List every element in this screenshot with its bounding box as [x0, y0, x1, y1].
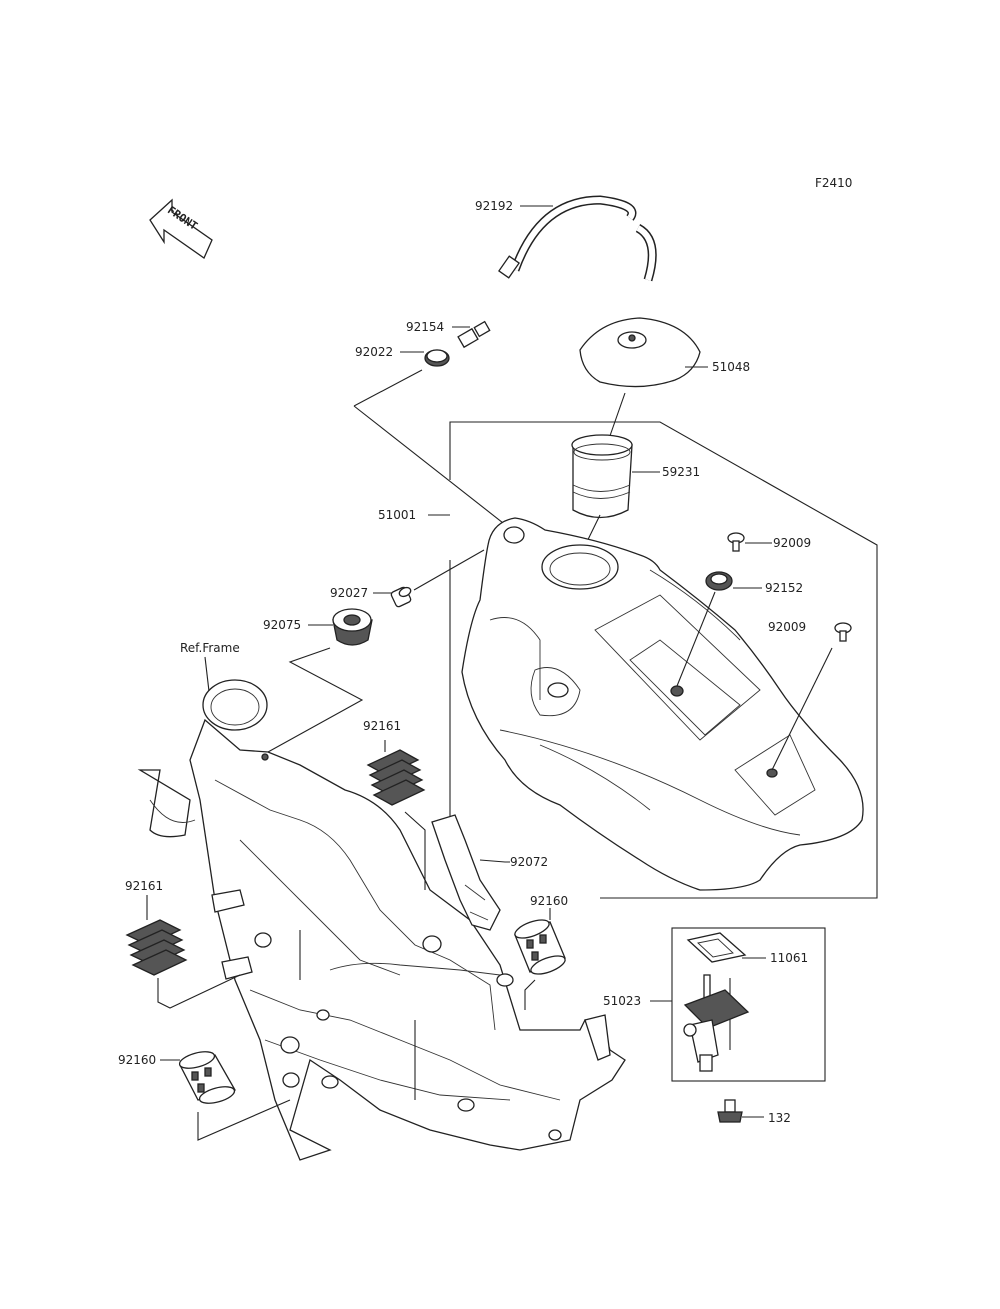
fuel-cock — [683, 974, 750, 1072]
fuel-cap — [579, 317, 701, 388]
part-label-92009-lower: 92009 — [768, 620, 806, 634]
part-label-132: 132 — [768, 1111, 791, 1125]
diagram-code: F2410 — [815, 176, 852, 190]
filler-neck — [571, 434, 633, 519]
damper-92160-right — [514, 919, 566, 975]
part-label-51048: 51048 — [712, 360, 750, 374]
part-label-59231: 59231 — [662, 465, 700, 479]
part-label-51023: 51023 — [603, 994, 641, 1008]
part-label-92192: 92192 — [475, 199, 513, 213]
damper-92161-right — [366, 749, 426, 806]
part-label-92072: 92072 — [510, 855, 548, 869]
part-label-92160-right: 92160 — [530, 894, 568, 908]
bolt-92009-upper — [727, 532, 745, 552]
ref-frame-label: Ref.Frame — [180, 641, 240, 655]
part-label-92160-left: 92160 — [118, 1053, 156, 1067]
part-label-92009-upper: 92009 — [773, 536, 811, 550]
fuel-tank — [461, 517, 864, 891]
washer-92022 — [424, 349, 450, 367]
part-label-92161-left: 92161 — [125, 879, 163, 893]
fuel-cock-box — [671, 927, 826, 1082]
part-label-11061: 11061 — [770, 951, 808, 965]
front-arrow-icon: FRONT — [149, 198, 213, 259]
grommet-92075 — [332, 608, 373, 646]
part-label-92152: 92152 — [765, 581, 803, 595]
damper-92160-left — [178, 1051, 236, 1104]
bolt-132 — [717, 1099, 743, 1123]
collar-92027 — [390, 586, 412, 608]
part-label-92075: 92075 — [263, 618, 301, 632]
bolt-92154 — [457, 320, 491, 349]
gasket-11061 — [686, 932, 747, 963]
part-label-51001: 51001 — [378, 508, 416, 522]
part-label-92027: 92027 — [330, 586, 368, 600]
part-label-92022: 92022 — [355, 345, 393, 359]
part-label-92154: 92154 — [406, 320, 444, 334]
motorcycle-frame — [137, 679, 626, 1161]
washer-92152 — [705, 571, 733, 591]
bolt-92009-lower — [834, 622, 852, 642]
damper-92161-left — [125, 919, 188, 976]
tank-strap-92072 — [431, 814, 501, 931]
part-label-92161-right: 92161 — [363, 719, 401, 733]
fuel-hose — [498, 195, 657, 282]
